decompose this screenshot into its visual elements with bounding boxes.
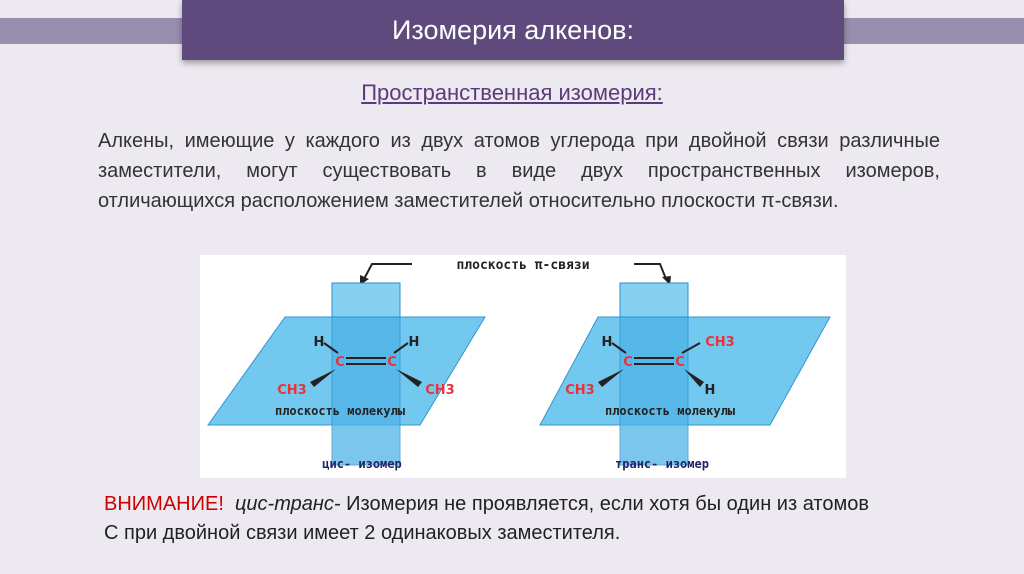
trans-isomer-label: транс- изомер <box>615 457 709 471</box>
trans-atom-bottom-right: H <box>705 383 716 398</box>
trans-carbon-left: C <box>623 355 633 370</box>
attention-text: Изомерия не проявляется, если хотя бы од… <box>104 493 869 544</box>
isomer-diagram: плоскость π-связи H H C C CH3 CH3 <box>207 258 831 471</box>
cis-carbon-right: C <box>387 355 397 370</box>
trans-group-top-right: CH3 <box>705 335 734 350</box>
cis-atom-top-right: H <box>409 335 420 350</box>
pi-arrow-left <box>363 263 412 280</box>
isomer-figure: плоскость π-связи H H C C CH3 CH3 <box>200 255 846 478</box>
cis-carbon-left: C <box>335 355 345 370</box>
trans-atom-top-left: H <box>602 335 613 350</box>
cis-group-bottom-left: CH3 <box>277 383 306 398</box>
title-bar: Изомерия алкенов: <box>182 0 844 60</box>
cis-bond-top-left <box>323 342 339 354</box>
cis-wedge-bottom-right <box>396 369 422 387</box>
trans-bond-top-right <box>681 342 701 354</box>
trans-isomer: H CH3 C C CH3 H плоскость молекулы транс… <box>539 282 831 471</box>
trans-carbon-right: C <box>675 355 685 370</box>
cis-bond-top-right <box>393 342 409 354</box>
cis-pi-plane-front <box>331 316 401 466</box>
section-subtitle: Пространственная изомерия: <box>361 80 663 105</box>
trans-plane-label: плоскость молекулы <box>605 404 736 418</box>
trans-wedge-bottom-right <box>684 369 704 387</box>
cis-wedge-bottom-left <box>310 369 336 387</box>
cis-group-bottom-right: CH3 <box>425 383 454 398</box>
trans-pi-plane-front <box>619 316 689 466</box>
pi-plane-label: плоскость π-связи <box>456 258 589 273</box>
cis-atom-top-left: H <box>314 335 325 350</box>
trans-bond-top-left <box>611 342 627 354</box>
trans-wedge-bottom-left <box>598 369 624 387</box>
page-title: Изомерия алкенов: <box>392 14 634 45</box>
description-paragraph: Алкены, имеющие у каждого из двух атомов… <box>98 130 940 212</box>
cis-isomer: H H C C CH3 CH3 плоскость молекулы цис- … <box>207 282 486 471</box>
pi-arrow-right <box>634 263 667 280</box>
attention-note: ВНИМАНИЕ! цис-транс- Изомерия не проявля… <box>104 490 884 548</box>
attention-label: ВНИМАНИЕ! <box>104 493 224 515</box>
cis-plane-label: плоскость молекулы <box>275 404 406 418</box>
trans-group-bottom-left: CH3 <box>565 383 594 398</box>
cis-isomer-label: цис- изомер <box>322 457 401 471</box>
attention-term: цис-транс- <box>235 493 341 515</box>
